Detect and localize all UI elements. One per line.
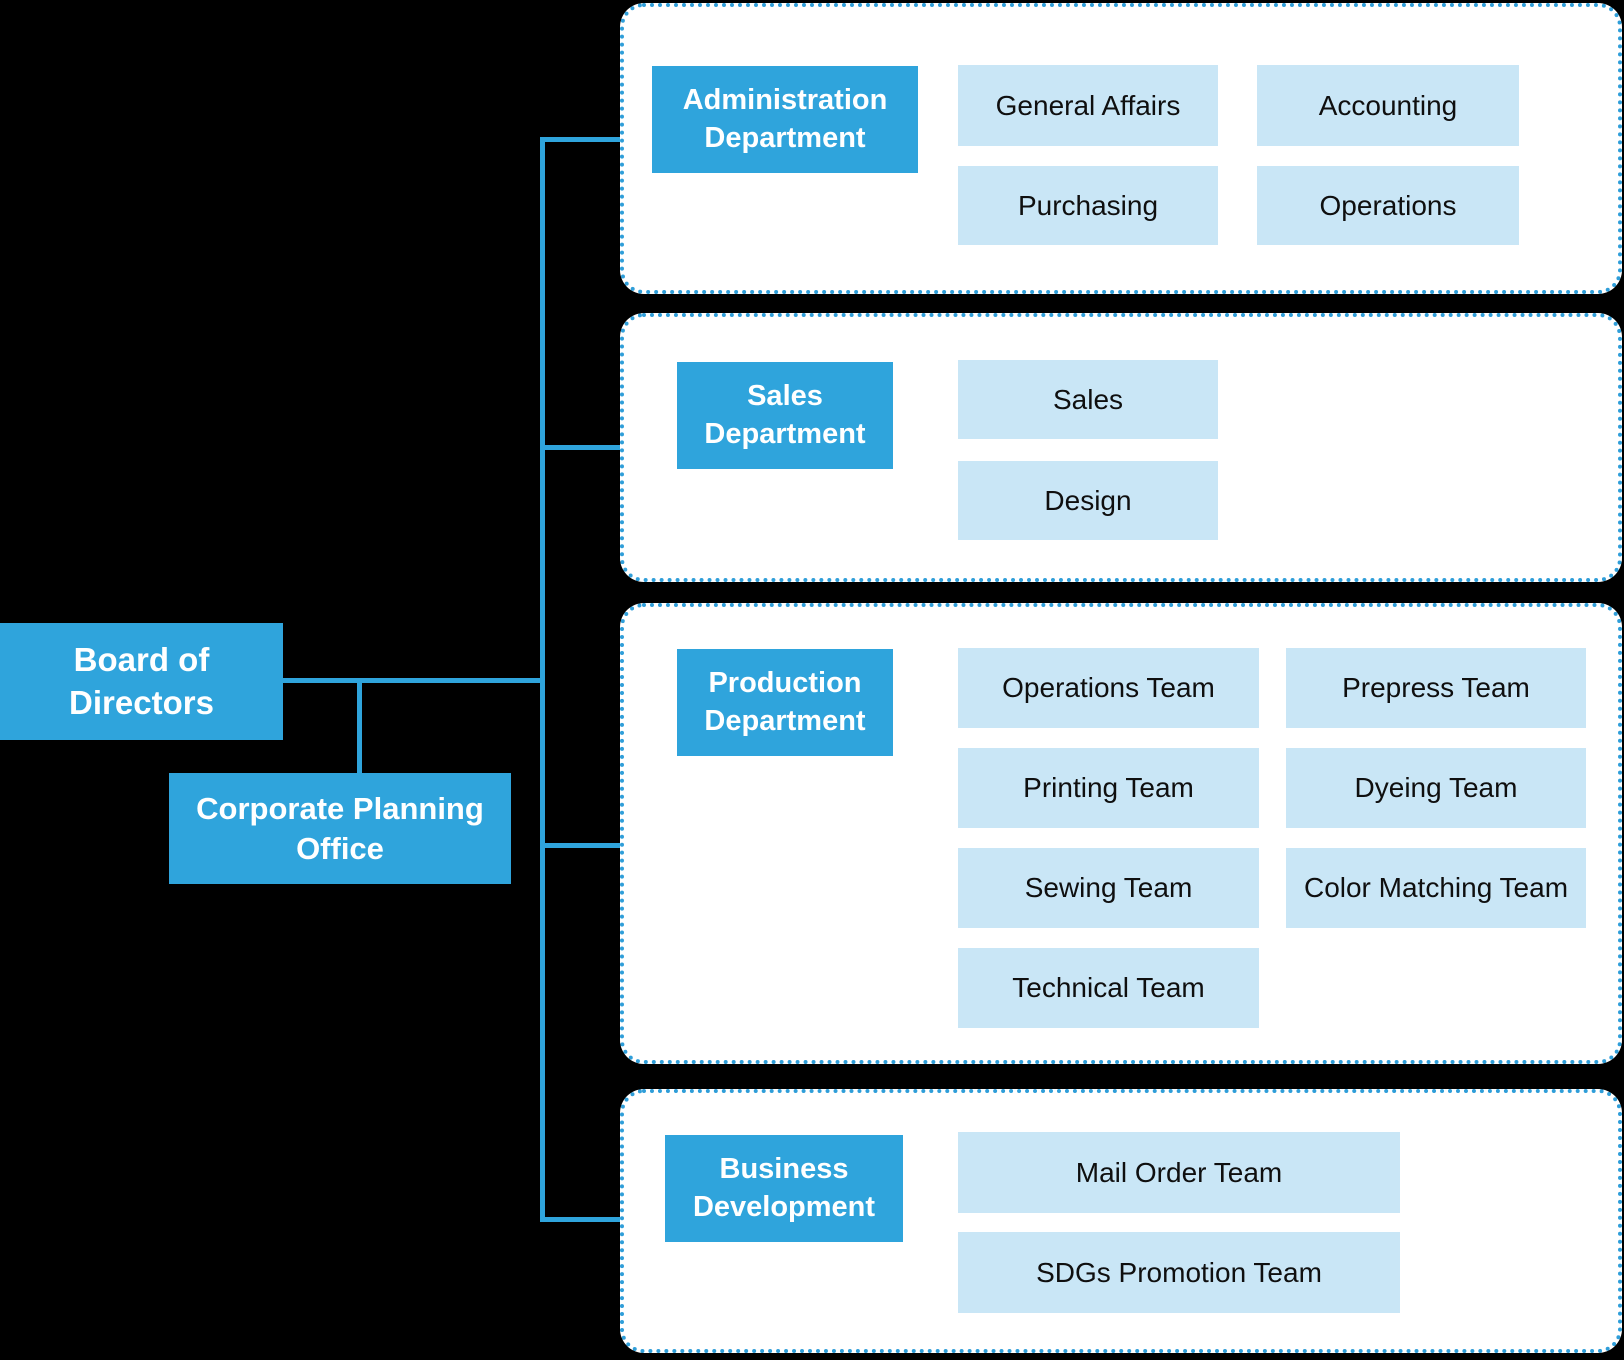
org-box-sales: Sales	[958, 360, 1218, 439]
connector-branch-business-development	[540, 1217, 622, 1222]
org-box-printing-team: Printing Team	[958, 748, 1259, 828]
connector-branch-administration	[540, 137, 622, 142]
org-box-operations: Operations	[1257, 166, 1519, 245]
connector-branch-production	[540, 843, 622, 848]
org-box-purchasing: Purchasing	[958, 166, 1218, 245]
connector-corporate-planning-drop	[357, 681, 362, 776]
org-box-mail-order-team: Mail Order Team	[958, 1132, 1400, 1213]
dept-header-sales: Sales Department	[677, 362, 893, 469]
connector-branch-sales	[540, 445, 622, 450]
org-box-accounting: Accounting	[1257, 65, 1519, 146]
dept-header-business-development: Business Development	[665, 1135, 903, 1242]
org-box-general-affairs: General Affairs	[958, 65, 1218, 146]
org-box-dyeing-team: Dyeing Team	[1286, 748, 1586, 828]
org-box-technical-team: Technical Team	[958, 948, 1259, 1028]
org-box-color-matching-team: Color Matching Team	[1286, 848, 1586, 928]
dept-header-production: Production Department	[677, 649, 893, 756]
connector-board-horizontal	[283, 678, 545, 683]
connector-trunk-vertical	[540, 137, 545, 1222]
dept-header-administration: Administration Department	[652, 66, 918, 173]
org-box-prepress-team: Prepress Team	[1286, 648, 1586, 728]
org-box-design: Design	[958, 461, 1218, 540]
org-box-sewing-team: Sewing Team	[958, 848, 1259, 928]
corporate-planning-office-box: Corporate Planning Office	[169, 773, 511, 884]
org-box-operations-team: Operations Team	[958, 648, 1259, 728]
org-box-sdgs-promotion-team: SDGs Promotion Team	[958, 1232, 1400, 1313]
board-of-directors-box: Board of Directors	[0, 623, 283, 740]
